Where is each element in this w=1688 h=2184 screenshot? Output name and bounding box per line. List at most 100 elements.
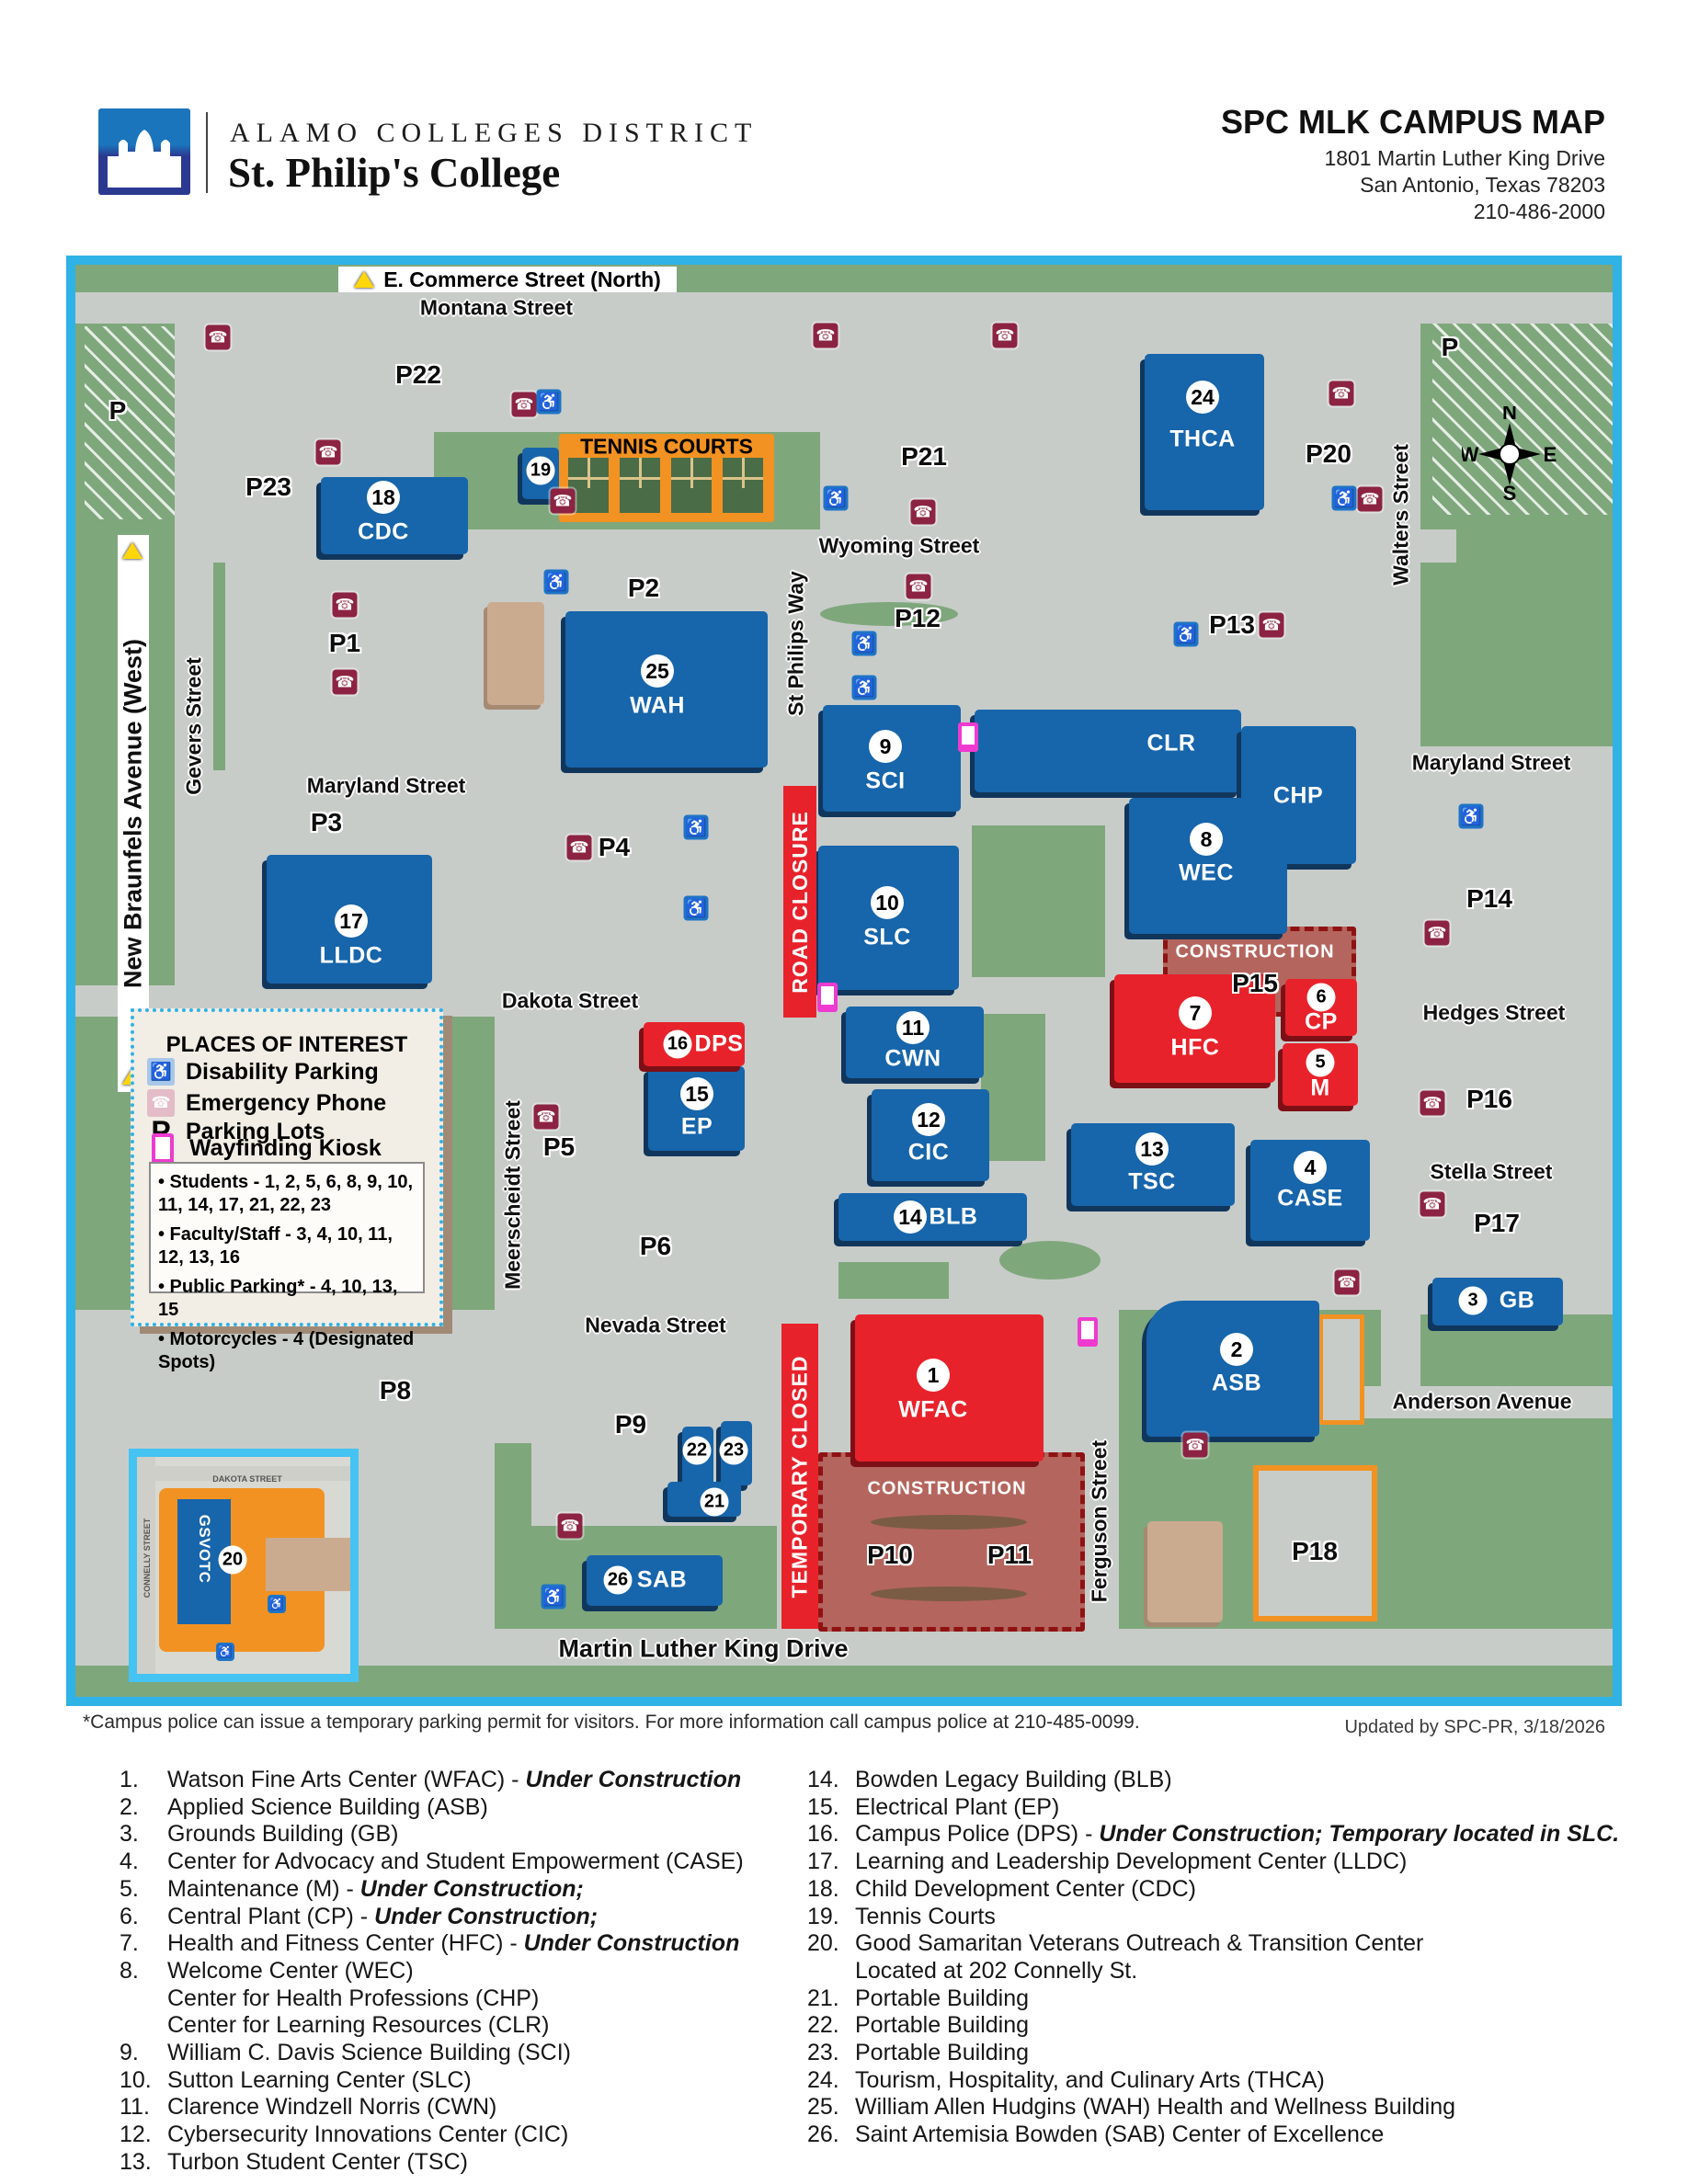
entry-text: Child Development Center (CDC) <box>855 1876 1196 1904</box>
building-code-m: M <box>1310 1075 1330 1101</box>
west-arrow-icon <box>122 542 143 559</box>
campus-address: 1801 Martin Luther King Drive San Antoni… <box>1324 145 1605 225</box>
entry-name: Welcome Center (WEC) <box>167 1957 414 1984</box>
compass-e: E <box>1544 443 1557 466</box>
entry-text: Center for Learning Resources (CLR) <box>167 2012 549 2040</box>
alamo-colleges-logo-icon <box>98 108 190 199</box>
entry-name: Bowden Legacy Building (BLB) <box>855 1767 1172 1792</box>
entry-number <box>120 2012 167 2040</box>
building-number-11: 11 <box>896 1011 930 1044</box>
construction-zone-p10-p11 <box>818 1452 1085 1632</box>
building-thca <box>1145 354 1264 510</box>
directory-entry: 1.Watson Fine Arts Center (WFAC) - Under… <box>120 1767 800 1794</box>
disability-parking-icon <box>683 895 709 921</box>
campus-map: E. Commerce Street (North) New Braunfels… <box>66 256 1622 1706</box>
parking-label-p20: P20 <box>1306 439 1352 468</box>
entry-text: Central Plant (CP) - Under Construction; <box>167 1904 598 1931</box>
directory-entry: 17. Learning and Leadership Development C… <box>807 1848 1570 1876</box>
directory-entry: 15.Electrical Plant (EP) <box>807 1794 1570 1822</box>
disability-parking-icon <box>683 814 709 840</box>
disability-parking-icon <box>851 675 877 700</box>
street-label-st-philips: St Philips Way <box>783 571 808 716</box>
lot-p21 <box>815 324 1091 529</box>
parking-label-p6: P6 <box>639 1232 672 1260</box>
street-label-anderson: Anderson Avenue <box>1392 1389 1572 1414</box>
entry-text: Clarence Windzell Norris (CWN) <box>167 2094 496 2121</box>
entry-name: Electrical Plant (EP) <box>855 1793 1060 1820</box>
entry-number: 17. <box>807 1848 839 1875</box>
entry-name: Grounds Building (GB) <box>167 1821 399 1848</box>
wayfinding-kiosk-icon <box>817 983 838 1008</box>
entry-text: Portable Building <box>855 1985 1029 2013</box>
directory-entry: 9.William C. Davis Science Building (SCI… <box>120 2040 800 2067</box>
building-number-16: 16 <box>663 1029 692 1059</box>
entry-name: Learning and Leadership Development Cent… <box>855 1848 1408 1875</box>
entry-name: Center for Health Professions (CHP) <box>167 1985 540 2011</box>
construction-label: CONSTRUCTION <box>1175 941 1335 962</box>
entry-number: 19. <box>807 1903 839 1929</box>
entry-number: 11. <box>120 2094 150 2121</box>
building-code-hfc: HFC <box>1170 1034 1220 1061</box>
entry-text: Health and Fitness Center (HFC) - Under … <box>167 1930 739 1958</box>
building-asb <box>1146 1301 1319 1437</box>
parking-label-p4: P4 <box>598 833 631 861</box>
entry-name: Center for Advocacy and Student Empowerm… <box>167 1848 744 1875</box>
legend-box: PLACES OF INTEREST Disability Parking Em… <box>131 1008 443 1372</box>
street-label-dakota: Dakota Street <box>501 988 639 1013</box>
building-number-20: 20 <box>218 1545 247 1575</box>
building-number-4: 4 <box>1294 1151 1327 1184</box>
disability-parking-icon <box>268 1595 286 1613</box>
street-label-wyoming: Wyoming Street <box>818 533 980 558</box>
street-label-nevada: Nevada Street <box>585 1313 726 1337</box>
parking-label-p13: P13 <box>1209 610 1255 639</box>
emergency-phone-icon <box>533 1104 559 1130</box>
street-label-gevers: Gevers Street <box>181 657 206 795</box>
street-label-ferguson: Ferguson Street <box>1087 1439 1112 1603</box>
entry-number: 22. <box>807 2012 839 2039</box>
entry-name: Portable Building <box>855 2012 1030 2039</box>
building-number-24: 24 <box>1186 381 1219 414</box>
street-label-meerscheidt: Meerscheidt Street <box>500 1100 525 1290</box>
entry-text: Bowden Legacy Building (BLB) <box>855 1767 1172 1794</box>
building-code-asb: ASB <box>1211 1370 1262 1396</box>
street-label-new-braunfels: New Braunfels Avenue (West) <box>119 638 147 989</box>
legend-note-students: • Students - 1, 2, 5, 6, 8, 9, 10, 11, 1… <box>158 1172 414 1215</box>
disability-parking-icon <box>1331 485 1357 511</box>
building-number-19: 19 <box>526 456 555 485</box>
temporary-closed-label: TEMPORARY CLOSED <box>787 1355 812 1598</box>
building-code-sab: SAB <box>636 1566 688 1593</box>
compass-n: N <box>1502 406 1517 424</box>
entry-text: Learning and Leadership Development Cent… <box>855 1848 1407 1876</box>
entry-status: Under Construction; Temporary located in… <box>1099 1821 1620 1848</box>
entry-name: Portable Building <box>855 2040 1030 2066</box>
road-hedges <box>1420 997 1613 1029</box>
disability-parking-icon <box>536 389 562 415</box>
entry-text: Portable Building <box>855 2040 1029 2067</box>
street-label-walters: Walters Street <box>1388 444 1413 586</box>
entry-number: 9. <box>120 2040 139 2066</box>
entry-number <box>807 1958 855 1985</box>
entry-text: Center for Health Professions (CHP) <box>167 1985 539 2013</box>
entry-text: William Allen Hudgins (WAH) Health and W… <box>855 2094 1455 2121</box>
entry-status: Under Construction <box>525 1767 742 1792</box>
inset-road <box>137 1457 155 1674</box>
entry-number: 3. <box>120 1821 139 1848</box>
road-anderson <box>1364 1386 1613 1418</box>
parking-symbol-east: P <box>1441 333 1459 361</box>
building-code-chp: CHP <box>1272 782 1324 809</box>
building-number-3: 3 <box>1458 1286 1488 1315</box>
directory-entry: Located at 202 Connelly St. <box>807 1958 1570 1985</box>
building-number-17: 17 <box>335 904 368 938</box>
construction-mound <box>871 1587 1027 1601</box>
parking-label-p17: P17 <box>1474 1209 1520 1237</box>
parking-label-p1: P1 <box>328 629 361 657</box>
road-walters <box>1381 292 1420 1386</box>
emergency-phone-icon <box>550 488 576 514</box>
entry-number: 2. <box>120 1793 139 1820</box>
legend-note-motorcycles: • Motorcycles - 4 (Designated Spots) <box>158 1329 415 1372</box>
entry-number: 14. <box>807 1767 839 1792</box>
legend-notes-box: • Students - 1, 2, 5, 6, 8, 9, 10, 11, 1… <box>149 1162 425 1372</box>
entry-name: Campus Police (DPS) - <box>855 1821 1100 1848</box>
directory-entry: 4.Center for Advocacy and Student Empowe… <box>120 1848 800 1876</box>
legend-note-faculty: • Faculty/Staff - 3, 4, 10, 11, 12, 13, … <box>158 1224 393 1268</box>
